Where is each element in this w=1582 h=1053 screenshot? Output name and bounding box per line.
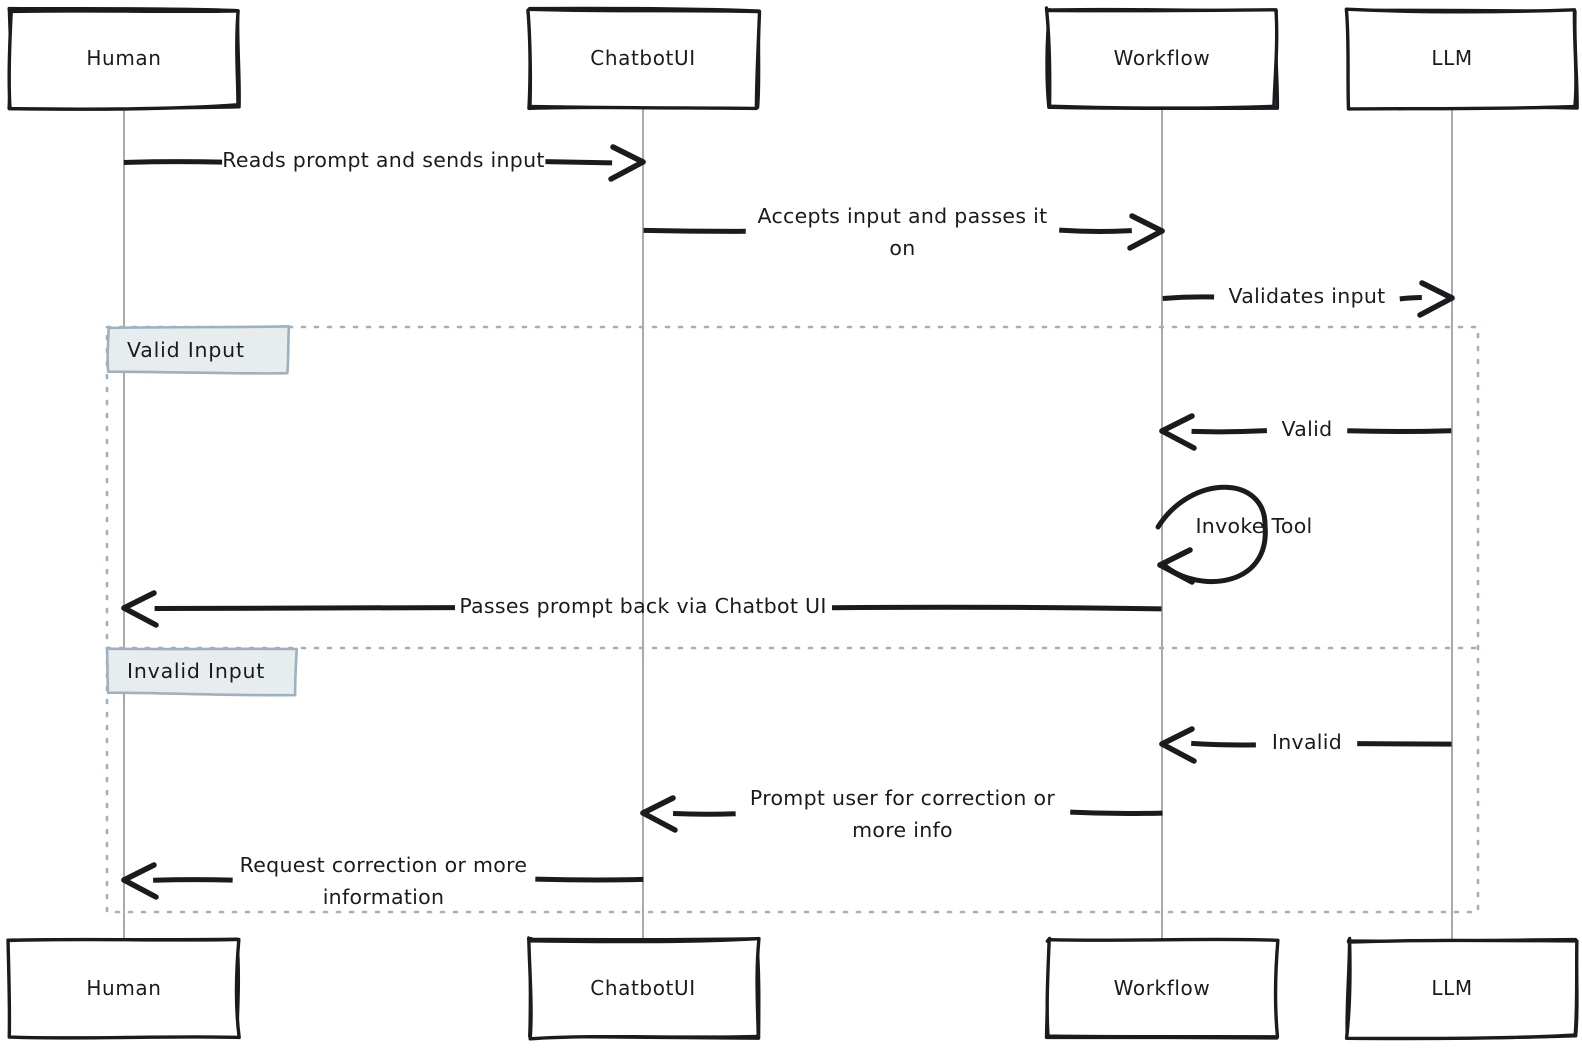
message-shaft-left	[1191, 740, 1256, 748]
arrow-head-stroke	[121, 877, 159, 900]
arrow-head-stroke	[1157, 562, 1195, 585]
fragment-tag-label: Valid Input	[127, 338, 245, 362]
actor-boxes-bottom: Human ChatbotUI Workflow LLM	[6, 936, 1579, 1041]
message-label-line: Invalid	[1272, 730, 1342, 754]
arrow-head-stroke	[121, 862, 157, 883]
message-shaft-left	[672, 811, 736, 817]
message-m2[interactable]: Accepts input and passes it on	[643, 204, 1165, 260]
actor-foot-workflow[interactable]: Workflow	[1044, 936, 1280, 1040]
message-m7[interactable]: Invalid	[1159, 726, 1452, 764]
message-shaft-left	[154, 605, 456, 611]
actor-head-chatbotui[interactable]: ChatbotUI	[526, 6, 762, 111]
arrow-head-stroke	[1157, 547, 1193, 568]
message-label-line: Valid	[1282, 417, 1333, 441]
message-label-line: information	[323, 885, 445, 909]
arrow-head-stroke	[1159, 428, 1197, 451]
message-m6[interactable]: Passes prompt back via Chatbot UI	[121, 590, 1162, 628]
message-m8[interactable]: Prompt user for correction or more info	[640, 786, 1163, 842]
message-label-line: on	[889, 236, 915, 260]
message-shaft-right	[831, 604, 1162, 612]
actor-box-outline-2	[6, 937, 241, 1040]
message-shaft-left	[123, 159, 223, 166]
actor-box-outline-2	[1044, 6, 1279, 110]
fragment-tag-valid-input[interactable]: Valid Input	[106, 325, 291, 375]
fragment-tag-box	[105, 646, 298, 697]
fragment-tag-box	[106, 325, 291, 375]
message-shaft-left	[1162, 294, 1215, 302]
actor-foot-chatbotui[interactable]: ChatbotUI	[527, 936, 761, 1041]
message-m9[interactable]: Request correction or more information	[121, 853, 644, 909]
message-shaft-right	[1399, 294, 1422, 302]
arrow-head-stroke	[1159, 413, 1195, 434]
message-shaft-left	[643, 227, 746, 234]
actor-label: Human	[86, 976, 161, 1000]
arrow-head-stroke	[640, 810, 678, 833]
message-shaft-right	[1070, 809, 1163, 817]
actor-box-outline-2	[1045, 937, 1280, 1039]
actor-label: Workflow	[1114, 976, 1211, 1000]
actor-foot-llm[interactable]: LLM	[1344, 936, 1579, 1041]
actor-boxes-top: Human ChatbotUI Workflow LLM	[7, 6, 1579, 111]
message-m3[interactable]: Validates input	[1162, 280, 1455, 318]
actor-box-outline-2	[7, 9, 240, 111]
fragment-tag-invalid-input[interactable]: Invalid Input	[105, 646, 298, 697]
self-loop-upper	[1155, 484, 1268, 530]
message-label-line: Accepts input and passes it	[758, 204, 1048, 228]
fragment-tag-label: Invalid Input	[127, 659, 265, 683]
message-shaft-left	[153, 877, 233, 883]
message-label-line: more info	[852, 818, 953, 842]
arrow-head-stroke	[1127, 228, 1165, 251]
arrow-head-stroke	[121, 605, 159, 628]
message-label-line: Reads prompt and sends input	[222, 148, 545, 172]
message-shaft-left	[1191, 428, 1268, 435]
actor-label: Human	[86, 46, 161, 70]
actor-label: ChatbotUI	[590, 976, 695, 1000]
arrow-head-stroke	[1159, 726, 1195, 747]
message-m4[interactable]: Valid	[1159, 413, 1452, 451]
message-shaft-right	[535, 876, 644, 883]
actor-label: LLM	[1431, 976, 1472, 1000]
message-shaft-right	[545, 159, 613, 166]
actor-foot-human[interactable]: Human	[6, 937, 241, 1040]
arrow-head-stroke	[1417, 295, 1455, 318]
message-label-line: Passes prompt back via Chatbot UI	[459, 594, 826, 618]
arrow-head-stroke	[608, 159, 646, 182]
message-shaft-right	[1059, 227, 1132, 234]
message-shaft-right	[1347, 428, 1452, 434]
arrow-head-stroke	[640, 795, 676, 816]
actor-head-human[interactable]: Human	[7, 6, 241, 111]
actor-box-outline-2	[1344, 936, 1579, 1041]
arrow-head-stroke	[1159, 741, 1197, 764]
arrow-head-stroke	[1129, 213, 1165, 234]
arrow-head-stroke	[121, 590, 157, 611]
message-label-line: Request correction or more	[240, 853, 528, 877]
message-label-line: Validates input	[1228, 284, 1385, 308]
message-label-line: Prompt user for correction or	[750, 786, 1055, 810]
message-m5[interactable]: Invoke Tool	[1155, 484, 1313, 585]
message-label: Invoke Tool	[1195, 514, 1312, 538]
message-m1[interactable]: Reads prompt and sends input	[123, 144, 646, 182]
actor-label: Workflow	[1114, 46, 1211, 70]
arrow-head-stroke	[1419, 280, 1455, 301]
actor-box-outline-2	[527, 936, 761, 1041]
alt-fragment-border	[105, 325, 1480, 914]
actor-box-outline-2	[1344, 7, 1578, 111]
actor-head-llm[interactable]: LLM	[1344, 7, 1579, 111]
actor-label: ChatbotUI	[590, 46, 695, 70]
actor-label: LLM	[1431, 46, 1472, 70]
actor-box-outline-2	[526, 7, 762, 111]
arrow-head-stroke	[610, 144, 646, 165]
actor-head-workflow[interactable]: Workflow	[1044, 6, 1280, 111]
